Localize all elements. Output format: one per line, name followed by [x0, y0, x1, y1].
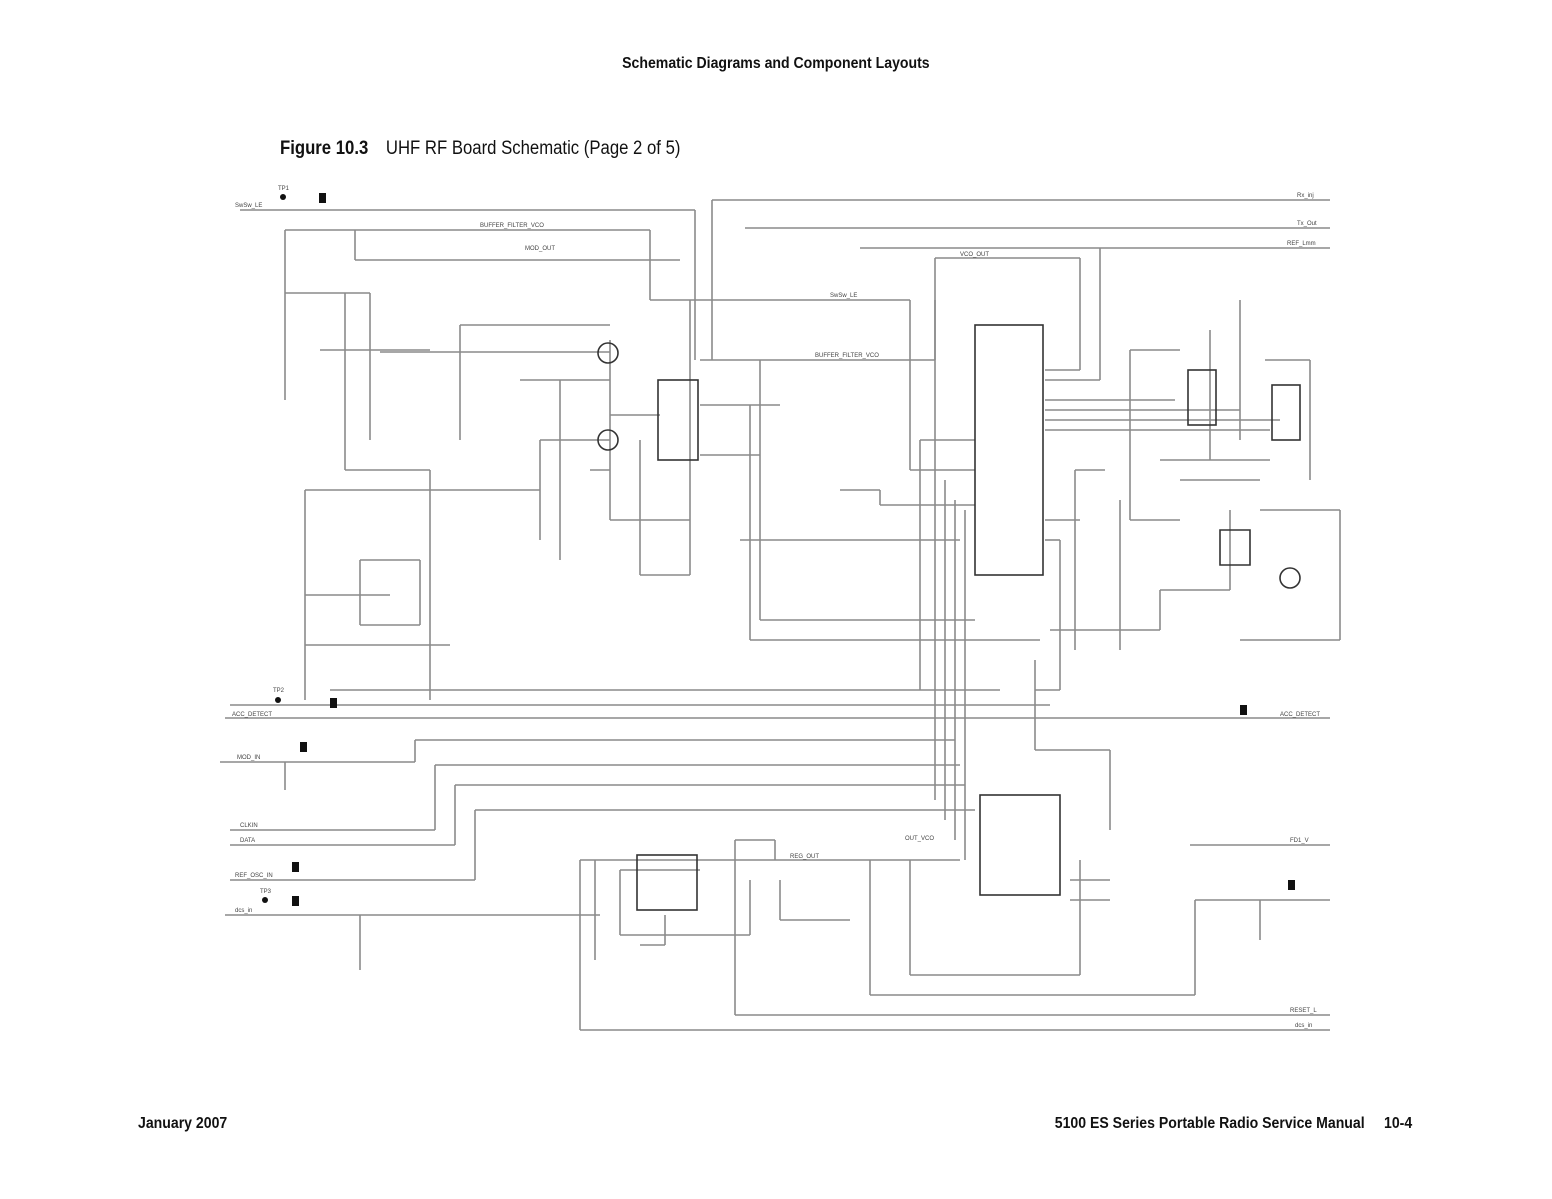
net-label-left: DATA	[240, 838, 255, 844]
test-point-label: TP3	[260, 889, 272, 895]
switch-ic	[1187, 369, 1217, 426]
footer-manual: 5100 ES Series Portable Radio Service Ma…	[1055, 1115, 1412, 1133]
regulator-ic	[636, 854, 698, 911]
schematic-components	[597, 324, 1301, 911]
modulator-ic	[979, 794, 1061, 896]
vco-buffer-ic	[657, 379, 699, 461]
page-header-title: Schematic Diagrams and Component Layouts	[622, 55, 930, 72]
schematic-wires	[220, 199, 1341, 1031]
net-label-left: MOD_IN	[237, 755, 260, 761]
figure-caption: Figure 10.3 UHF RF Board Schematic (Page …	[280, 138, 680, 160]
test-point-label: TP1	[278, 186, 290, 192]
net-label-internal: OUT_VCO	[905, 836, 934, 842]
net-label-right: FD1_V	[1290, 838, 1309, 844]
net-label-left: SwSw_LE	[235, 203, 262, 209]
net-label-right: Rx_inj	[1297, 193, 1314, 199]
transistor-q2	[597, 429, 619, 451]
synthesizer-ic	[974, 324, 1044, 576]
footer-page-number: 10-4	[1383, 1115, 1412, 1132]
net-label-left: dcs_in	[235, 908, 252, 914]
connector-markers	[262, 193, 1295, 906]
figure-number: Figure 10.3	[280, 138, 369, 159]
net-label-right: REF_Lmm	[1287, 241, 1316, 247]
diode-array	[1219, 529, 1251, 566]
net-label-right: RESET_L	[1290, 1008, 1317, 1014]
net-label-left: REF_OSC_IN	[235, 873, 273, 879]
footer-manual-title: 5100 ES Series Portable Radio Service Ma…	[1054, 1115, 1365, 1132]
net-label-internal: REG_OUT	[790, 854, 819, 860]
net-label-right: dcs_in	[1295, 1023, 1312, 1029]
net-labels: Rx_inj Tx_Out REF_Lmm ACC_DETECT FD1_V R…	[232, 186, 1320, 1029]
test-point-label: TP2	[273, 688, 285, 694]
switch-ic-2	[1271, 384, 1301, 441]
figure-title: UHF RF Board Schematic (Page 2 of 5)	[385, 138, 681, 159]
net-label-internal: VCO_OUT	[960, 252, 989, 258]
net-label-internal: BUFFER_FILTER_VCO	[480, 223, 544, 229]
net-label-right: ACC_DETECT	[1280, 712, 1320, 718]
footer-date: January 2007	[138, 1115, 228, 1132]
net-label-internal: BUFFER_FILTER_VCO	[815, 353, 879, 359]
net-label-left: CLKIN	[240, 823, 258, 829]
net-label-left: ACC_DETECT	[232, 712, 272, 718]
net-label-internal: MOD_OUT	[525, 246, 555, 252]
transistor-q1	[597, 342, 619, 364]
net-label-internal: SwSw_LE	[830, 293, 857, 299]
transistor-q3	[1279, 567, 1301, 589]
net-label-right: Tx_Out	[1297, 221, 1317, 227]
